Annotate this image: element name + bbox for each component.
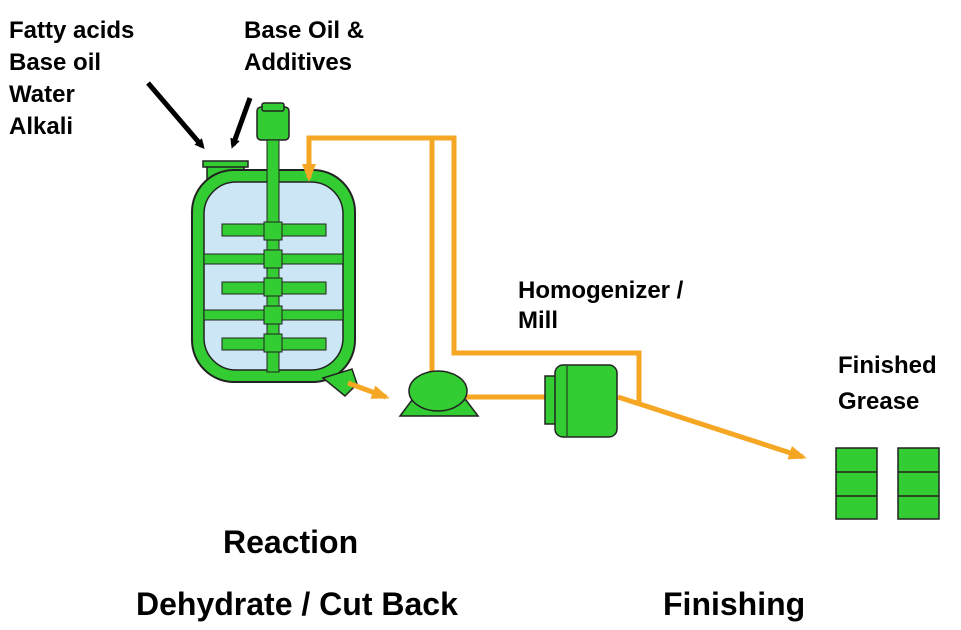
input-fatty-acids: Fatty acids (9, 17, 135, 44)
stage-reaction: Reaction (223, 524, 359, 560)
line-recycle-to-reactor (302, 135, 435, 380)
input-base-oil-and: Base Oil & (244, 17, 365, 44)
line-to-finished-grease (617, 394, 807, 460)
feed-arrow-left (146, 81, 205, 150)
agitator (221, 102, 327, 373)
homogenizer-mill (544, 364, 618, 438)
stage-finishing: Finishing (663, 586, 806, 622)
input-alkali: Alkali (9, 113, 74, 140)
grease-drums (835, 447, 940, 520)
input-additives: Additives (244, 49, 353, 76)
grease-drum (835, 447, 878, 520)
grease-drum (897, 447, 940, 520)
finished-grease-label: Finished Grease (838, 352, 937, 415)
pump (398, 370, 480, 417)
homogenizer-label: Homogenizer / Mill (518, 277, 684, 334)
inputs-left-label: Fatty acids Base oil Water Alkali (9, 15, 134, 143)
line-reactor-to-pump (347, 380, 390, 400)
process-lines (302, 135, 807, 460)
input-base-oil: Base oil (9, 49, 102, 76)
stage-dehydrate-cut-back: Dehydrate / Cut Back (136, 586, 458, 622)
line-mill-bypass (432, 135, 642, 403)
input-water: Water (9, 81, 75, 108)
inputs-right-label: Base Oil & Additives (244, 15, 364, 79)
feed-arrow-right (230, 97, 253, 149)
